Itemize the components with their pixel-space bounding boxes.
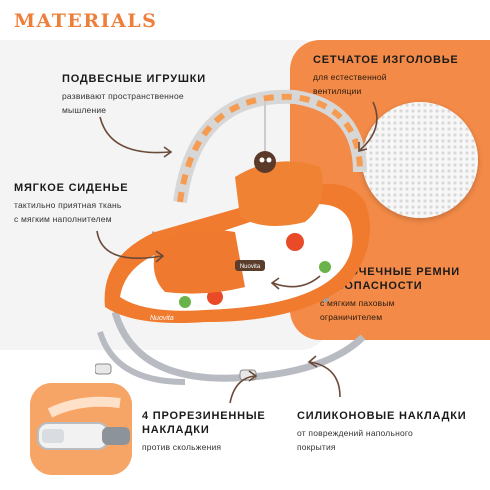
feature-toys-sub-1: развивают пространственное (62, 91, 184, 101)
bouncer-rocker-image: Nuovita Nuovita (95, 89, 370, 385)
seat-brand-label: Nuovita (150, 315, 174, 322)
feature-belts-sub-1: с мягким паховым (320, 298, 395, 308)
feature-toys-sub-2: мышление (62, 105, 107, 115)
arrow-headrest (358, 101, 378, 153)
feature-rubber-sub-1: против скольжения (142, 442, 222, 452)
feature-rubber-title-2: НАКЛАДКИ (142, 424, 210, 436)
arrow-seat (96, 230, 165, 263)
feature-seat-sub-1: тактильно приятная ткань (14, 200, 122, 210)
arrow-silicone (307, 355, 341, 398)
page-title: MATERIALS (14, 10, 158, 32)
feature-seat-sub-2: с мягким наполнителем (14, 214, 112, 224)
arrow-belts (270, 275, 321, 290)
hanging-toy (254, 151, 276, 173)
feature-headrest-sub-2: вентиляции (313, 86, 362, 96)
feature-headrest-title: СЕТЧАТОЕ ИЗГОЛОВЬЕ (313, 54, 459, 66)
rubber-pad-closeup-image (30, 383, 132, 475)
mesh-closeup-image (362, 102, 478, 218)
arrow-rubber (229, 370, 258, 404)
feature-belts-sub-2: ограничителем (320, 312, 383, 322)
rubber-foot (95, 363, 112, 375)
feature-silicone-sub-2: покрытия (297, 442, 336, 452)
feature-toys-title: ПОДВЕСНЫЕ ИГРУШКИ (62, 73, 206, 85)
feature-silicone-sub-1: от повреждений напольного (297, 428, 413, 438)
feature-silicone-title: СИЛИКОНОВЫЕ НАКЛАДКИ (297, 410, 467, 422)
brand-tag: Nuovita (240, 264, 261, 270)
feature-headrest-sub-1: для естественной (313, 72, 387, 82)
arrow-toys (99, 116, 173, 158)
feature-rubber-title-1: 4 ПРОРЕЗИНЕННЫЕ (142, 410, 266, 422)
feature-seat-title: МЯГКОЕ СИДЕНЬЕ (14, 182, 129, 194)
